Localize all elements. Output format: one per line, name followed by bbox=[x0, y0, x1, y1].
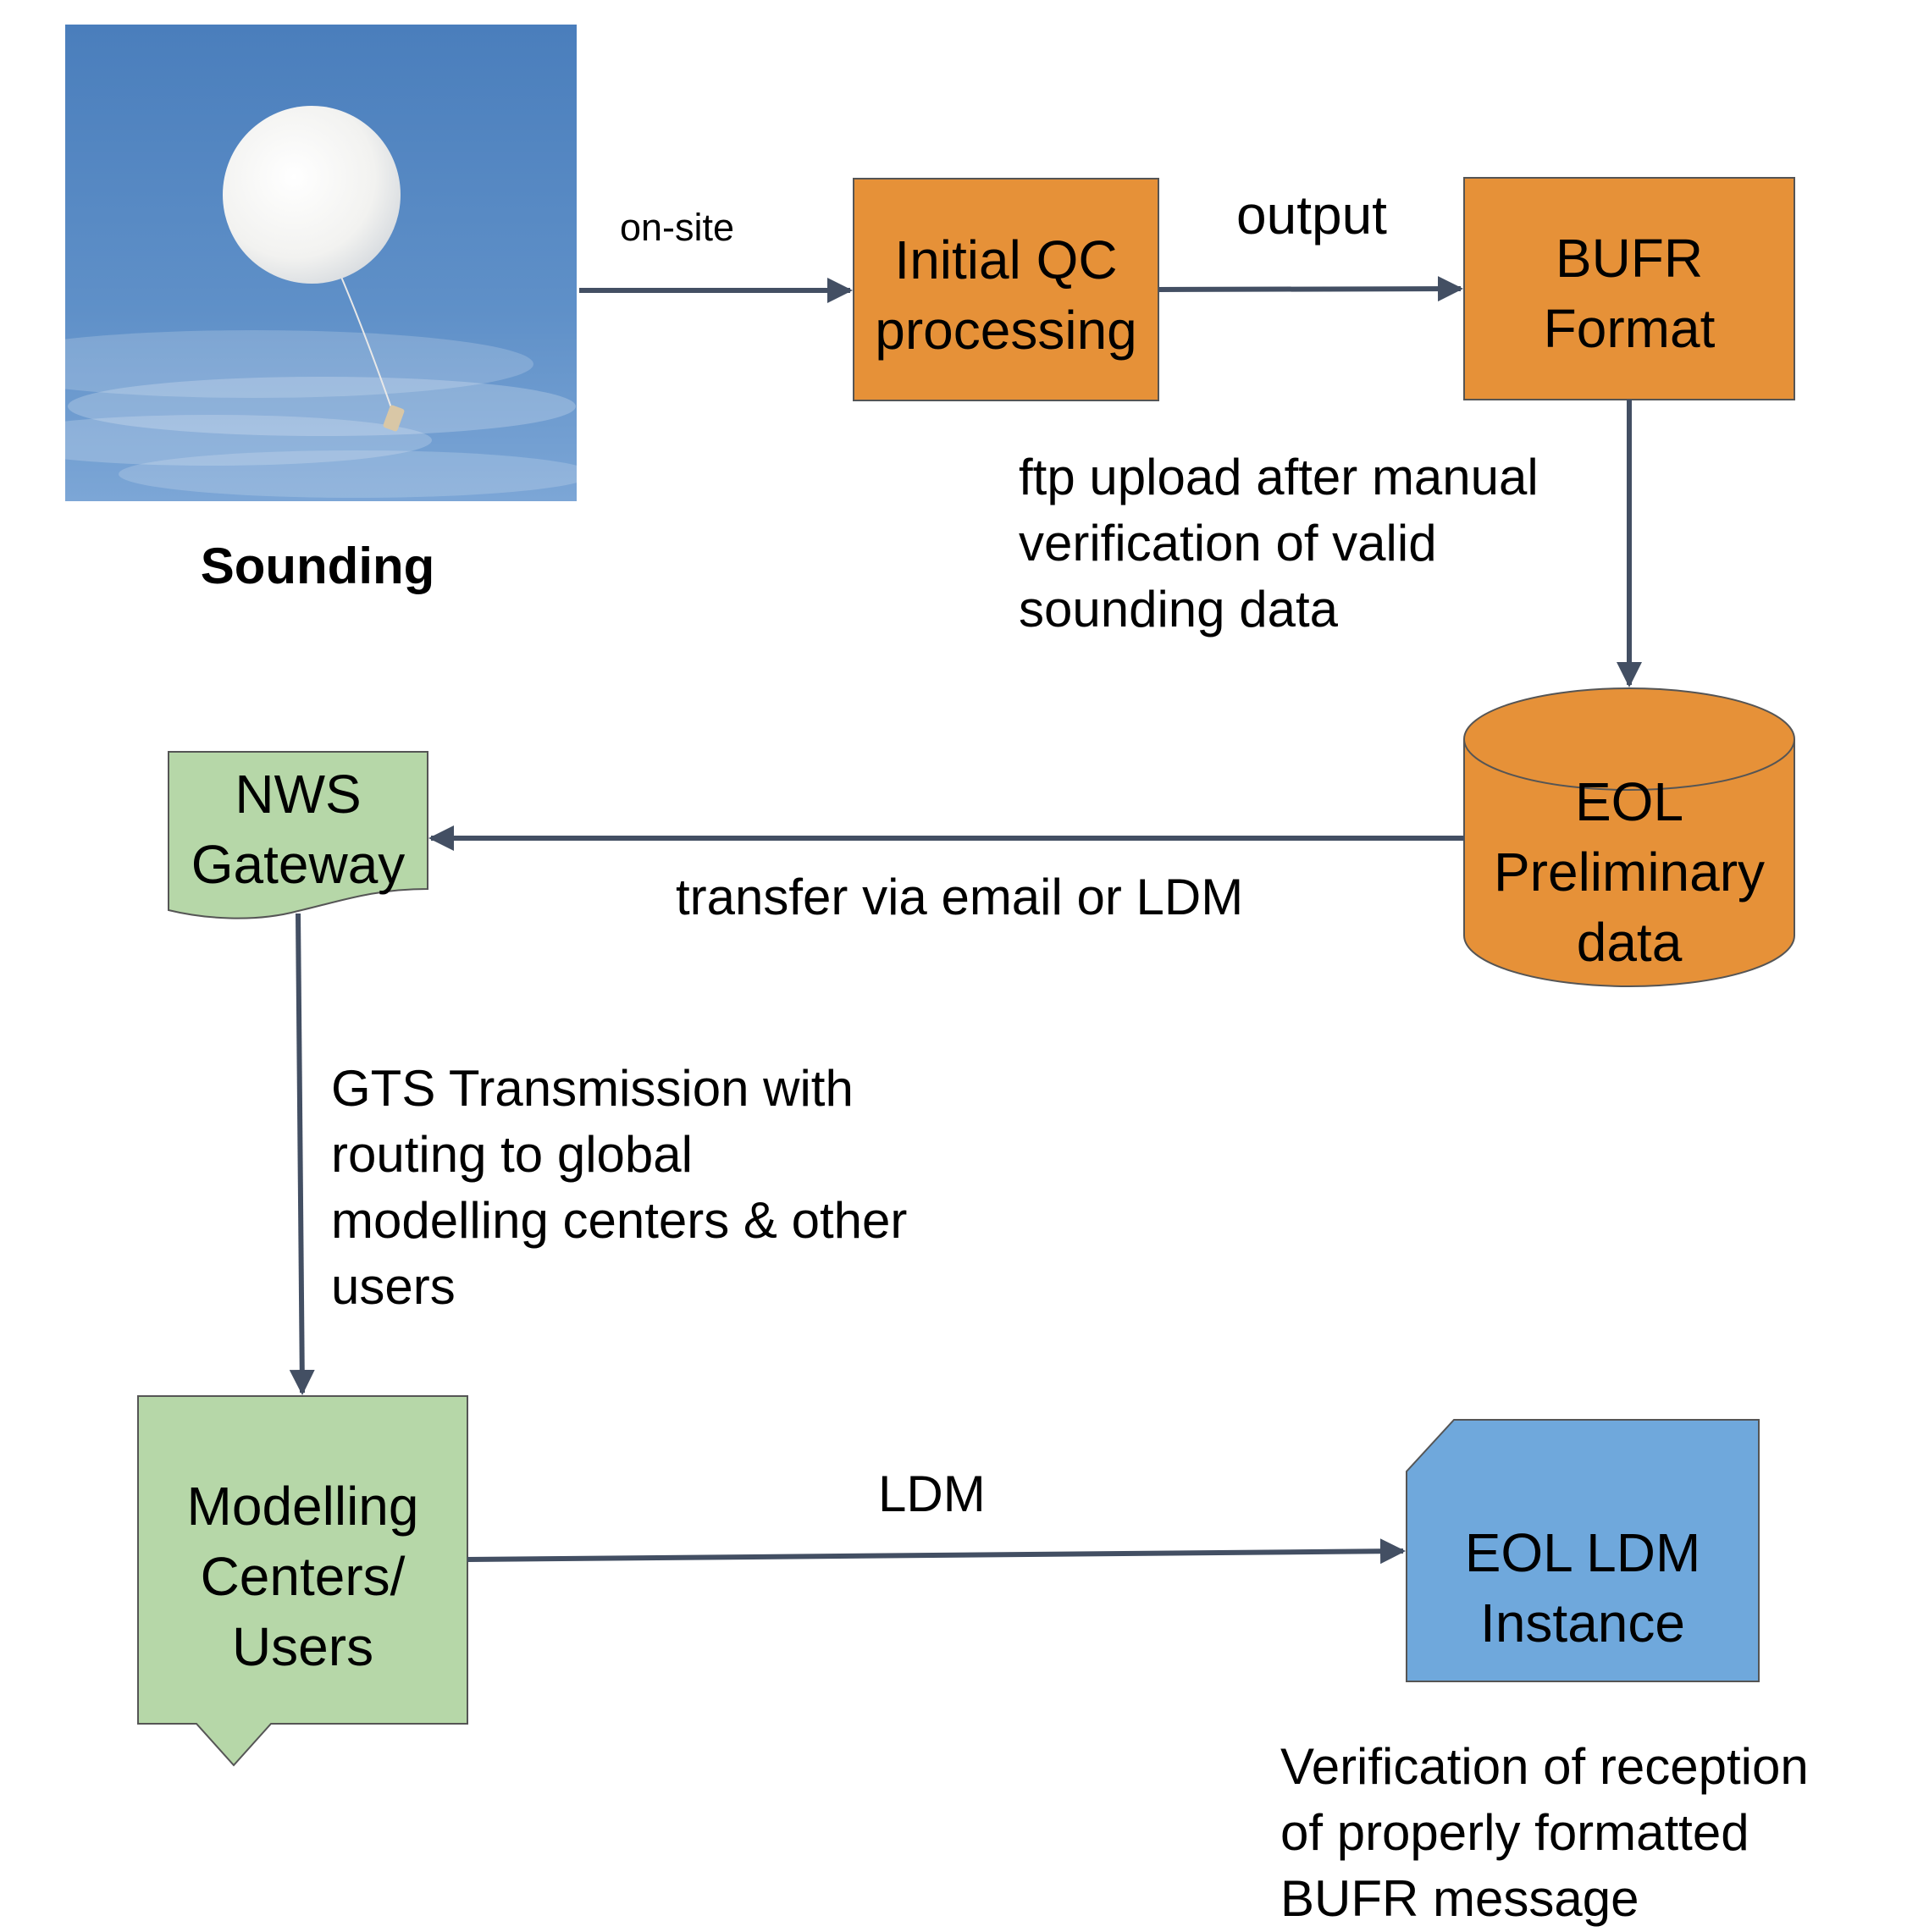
eol-preliminary-label: EOL Preliminary data bbox=[1493, 771, 1766, 974]
modelling-centers-label: Modelling Centers/ Users bbox=[186, 1476, 419, 1678]
eol-ldm-card[interactable] bbox=[1406, 1419, 1760, 1682]
bufr-format-box[interactable] bbox=[1463, 177, 1795, 400]
ftp-upload-label: ftp upload after manual verification of … bbox=[1019, 449, 1539, 638]
verification-note: Verification of reception of properly fo… bbox=[1280, 1738, 1809, 1927]
nws-gateway-document[interactable] bbox=[168, 751, 428, 919]
nws-gateway-label: NWS Gateway bbox=[191, 764, 406, 896]
sounding-photo bbox=[0, 25, 593, 501]
transfer-label: transfer via email or LDM bbox=[676, 869, 1244, 925]
initial-qc-label: Initial QC processing bbox=[875, 229, 1137, 362]
eol-ldm-label: EOL LDM Instance bbox=[1464, 1522, 1701, 1654]
on-site-label: on-site bbox=[620, 206, 735, 249]
arrow-output bbox=[1158, 276, 1463, 302]
ldm-label: LDM bbox=[878, 1466, 986, 1522]
modelling-centers-callout[interactable] bbox=[137, 1395, 468, 1767]
sounding-caption: Sounding bbox=[200, 538, 435, 594]
gts-label: GTS Transmission with routing to global … bbox=[331, 1060, 908, 1315]
output-label: output bbox=[1236, 185, 1387, 246]
initial-qc-box[interactable] bbox=[853, 178, 1159, 401]
arrow-ldm bbox=[467, 1538, 1406, 1565]
bufr-format-label: BUFR Format bbox=[1543, 228, 1716, 360]
eol-preliminary-cylinder[interactable] bbox=[1463, 687, 1795, 987]
arrow-gts bbox=[289, 913, 315, 1395]
